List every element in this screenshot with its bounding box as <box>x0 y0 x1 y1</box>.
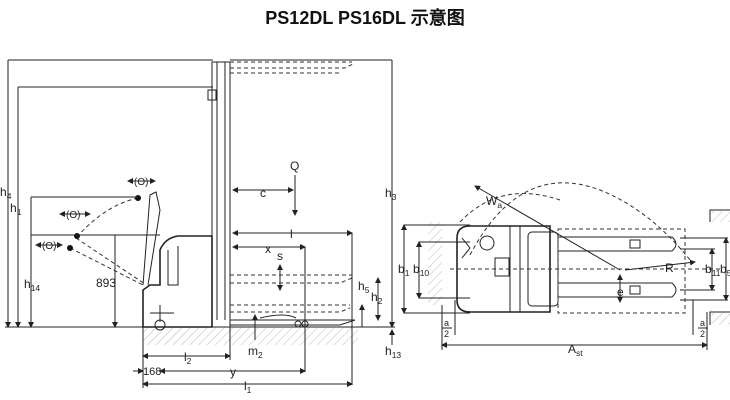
radius-line <box>624 259 696 271</box>
label-l1: l1 <box>244 379 252 395</box>
label-h4: h4 <box>0 185 12 201</box>
turning-arcs <box>459 182 691 261</box>
label-l: l <box>290 227 293 241</box>
label-o-mid: (O) <box>66 210 80 221</box>
label-h14: h14 <box>24 277 40 293</box>
label-m2: m2 <box>248 344 263 360</box>
label-r: R <box>665 261 674 275</box>
label-e: e <box>617 285 624 299</box>
label-b10: b10 <box>413 262 429 278</box>
side-view: h4 h1 h14 893 (O) (O) (O) Q c l x s h3 h… <box>0 59 401 395</box>
top-dimensions <box>401 224 729 350</box>
label-a-right-den: 2 <box>700 329 705 339</box>
label-h3: h3 <box>385 186 397 202</box>
left-wall <box>428 222 442 305</box>
label-l2: l2 <box>184 350 192 366</box>
horizontal-dimensions <box>35 178 353 388</box>
label-o-top: (O) <box>134 177 148 188</box>
label-o-low: (O) <box>42 241 56 252</box>
mast <box>207 61 354 328</box>
tiller-arm <box>67 191 161 287</box>
truck-body <box>142 235 213 331</box>
label-b11: b11 <box>705 262 721 278</box>
forks <box>230 274 356 328</box>
label-h2: h2 <box>371 290 383 306</box>
label-168: 168 <box>143 366 161 378</box>
label-wa: Wa <box>486 194 502 210</box>
label-b5: b5 <box>720 262 730 278</box>
label-x: x <box>265 242 271 256</box>
label-893: 893 <box>96 276 116 290</box>
label-h1: h1 <box>10 201 22 217</box>
label-h13: h13 <box>385 344 401 360</box>
label-ast: Ast <box>568 342 583 358</box>
label-h5: h5 <box>358 279 370 295</box>
label-s: s <box>277 249 283 263</box>
wa-line <box>474 185 621 271</box>
label-c: c <box>260 186 266 200</box>
top-view: Wa b1 b10 b11 b5 R e a 2 a 2 Ast <box>398 182 730 358</box>
diagram-title: PS12DL PS16DL 示意图 <box>265 8 465 28</box>
ground-hatch <box>143 327 358 345</box>
label-a-right-num: a <box>700 318 705 328</box>
label-a-left-num: a <box>444 318 449 328</box>
label-q: Q <box>290 159 299 173</box>
label-b1: b1 <box>398 262 410 278</box>
label-a-left-den: 2 <box>444 329 449 339</box>
vertical-dimensions <box>5 59 395 345</box>
label-y: y <box>230 365 236 379</box>
